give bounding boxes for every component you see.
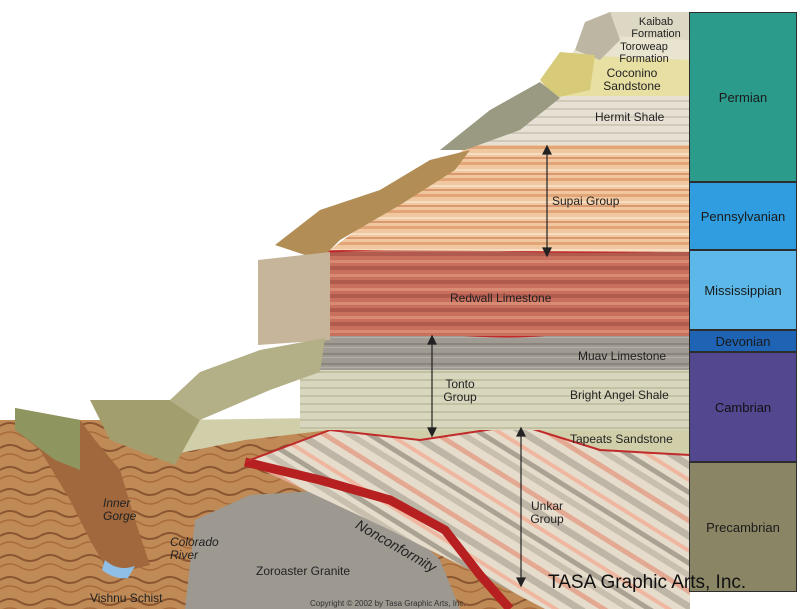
redwall-cliff (258, 252, 330, 345)
muav-slope (170, 338, 325, 420)
period-devonian: Devonian (689, 330, 797, 352)
supai-cliff (275, 150, 470, 260)
label-tonto-group: Tonto Group (443, 377, 477, 404)
tonto-platform (90, 400, 200, 465)
hermit-shale-layer (470, 96, 690, 145)
label-vishnu-schist: Vishnu Schist (90, 591, 163, 605)
label-bright-angel-shale: Bright Angel Shale (570, 388, 669, 402)
coconino-cliff (540, 52, 595, 98)
supai-group-layer (330, 145, 690, 252)
label-muav-limestone: Muav Limestone (578, 349, 667, 363)
label-zoroaster-granite: Zoroaster Granite (256, 564, 351, 578)
period-pennsylvanian: Pennsylvanian (689, 182, 797, 250)
unkar-group-strata (245, 425, 690, 609)
label-toroweap: Toroweap Formation (619, 41, 669, 65)
label-unkar-group: Unkar Group (530, 499, 564, 526)
kaibab-cliff (575, 12, 620, 60)
tonto-span-arrow (427, 334, 437, 438)
redwall-limestone-layer (325, 250, 690, 336)
label-coconino: Coconino Sandstone (603, 66, 661, 93)
period-permian: Permian (689, 12, 797, 182)
label-tapeats-sandstone: Tapeats Sandstone (570, 432, 673, 446)
label-colorado-river: Colorado River (170, 535, 219, 562)
label-redwall-limestone: Redwall Limestone (450, 291, 552, 305)
copyright-text: Copyright © 2002 by Tasa Graphic Arts, I… (310, 599, 466, 608)
label-hermit-shale: Hermit Shale (595, 110, 665, 124)
label-inner-gorge: Inner Gorge (103, 496, 137, 523)
colorado-river (102, 560, 135, 579)
hermit-slope (440, 82, 560, 150)
period-cambrian: Cambrian (689, 352, 797, 462)
supai-span-arrow (542, 144, 552, 258)
period-precambrian: Precambrian (689, 462, 797, 592)
label-kaibab: Kaibab Formation (631, 16, 681, 40)
period-mississippian: Mississippian (689, 250, 797, 330)
brand-credit: TASA Graphic Arts, Inc. (548, 572, 747, 593)
bright-angel-shale-layer (300, 368, 690, 430)
muav-limestone-layer (320, 334, 690, 370)
unkar-span-arrow (516, 426, 526, 588)
nonconformity-line (243, 457, 514, 609)
label-supai-group: Supai Group (552, 194, 620, 208)
gorge-left-block (15, 408, 80, 470)
